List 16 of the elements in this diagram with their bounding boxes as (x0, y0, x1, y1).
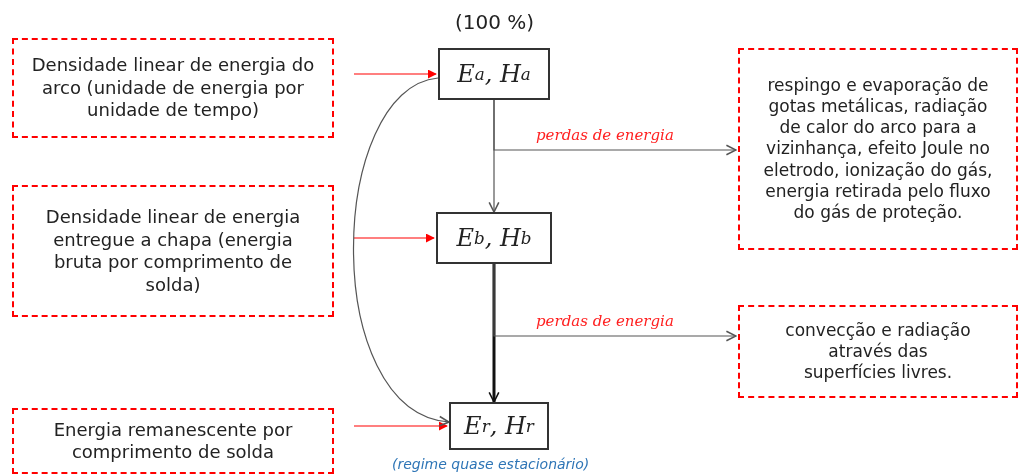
edge-label: perdas de energia (534, 312, 676, 330)
branch-arrow (493, 263, 737, 342)
flow-arrow (488, 264, 500, 403)
flow-arrow (352, 77, 450, 425)
description-box: Energia remanescente por comprimento de solda (12, 408, 334, 474)
input-arrow (353, 233, 435, 243)
percent-label: (100 %) (455, 10, 535, 34)
description-box: Densidade linear de energia do arco (unidade de energia por unidade de tempo) (12, 38, 334, 138)
description-box: Densidade linear de energia entregue a chapa (energia bruta por comprimento de solda) (12, 185, 334, 317)
loss-box: convecção e radiação através das superfícies livres. (738, 305, 1018, 398)
input-arrow (353, 69, 437, 79)
branch-arrow (493, 99, 737, 156)
input-arrow (353, 421, 448, 431)
regime-label: (regime quase estacionário) (392, 456, 590, 472)
loss-box: respingo e evaporação de gotas metálicas, radiação de calor do arco para a vizinhança, efeito Joule no eletrodo, ionização do gás, energia retirada pelo fluxo do gás de proteção. (738, 48, 1018, 250)
edge-label: perdas de energia (534, 126, 676, 144)
